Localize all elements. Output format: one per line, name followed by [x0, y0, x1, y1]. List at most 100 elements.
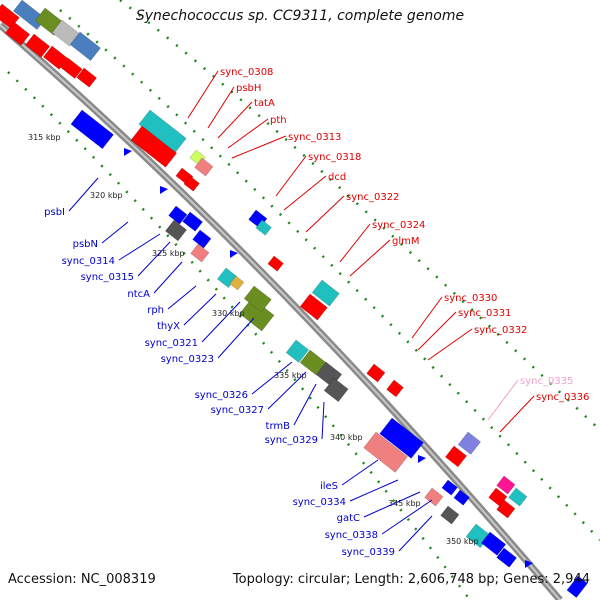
gene-label-sync_0338[interactable]: sync_0338 — [325, 530, 378, 541]
gene-label-glmm[interactable]: glmM — [392, 236, 420, 247]
tick-label: 350 kbp — [446, 537, 479, 546]
strand-arrow-icon — [124, 148, 132, 156]
tick-label: 325 kbp — [152, 249, 185, 258]
tick-label: 345 kbp — [388, 499, 421, 508]
gene-label-psbn[interactable]: psbN — [73, 239, 98, 250]
gene-feature — [445, 445, 467, 468]
gene-label-sync_0334[interactable]: sync_0334 — [293, 497, 346, 508]
gene-label-rph[interactable]: rph — [147, 305, 164, 316]
gene-features — [0, 0, 588, 598]
gene-label-ntca[interactable]: ntcA — [127, 289, 150, 300]
gene-label-psbh[interactable]: psbH — [236, 83, 261, 94]
strand-arrow-icon — [525, 560, 533, 568]
leader-line — [231, 135, 287, 159]
gene-label-sync_0324[interactable]: sync_0324 — [372, 220, 425, 231]
leader-line — [339, 223, 371, 263]
leader-line — [118, 233, 161, 261]
tick-dot-line-1 — [59, 9, 600, 541]
gene-label-sync_0314[interactable]: sync_0314 — [62, 256, 115, 267]
gene-label-tata[interactable]: tatA — [254, 98, 275, 109]
gene-feature — [440, 505, 460, 525]
leader-line — [499, 395, 535, 433]
map-title: Synechococcus sp. CC9311, complete genom… — [135, 8, 465, 24]
gene-feature — [25, 33, 51, 58]
leader-line — [349, 239, 391, 277]
gene-feature — [165, 219, 187, 242]
gene-feature — [481, 531, 507, 556]
tick-label: 330 kbp — [212, 309, 245, 318]
gene-label-sync_0335[interactable]: sync_0335 — [520, 376, 573, 387]
gene-label-sync_0331[interactable]: sync_0331 — [458, 308, 511, 319]
gene-label-sync_0326[interactable]: sync_0326 — [195, 390, 248, 401]
tick-label: 315 kbp — [28, 133, 61, 142]
leader-line — [363, 491, 421, 518]
gene-feature — [366, 363, 386, 383]
gene-label-sync_0322[interactable]: sync_0322 — [346, 192, 399, 203]
gene-feature — [285, 339, 309, 363]
leader-line — [427, 328, 473, 361]
gene-label-iles[interactable]: ileS — [320, 481, 338, 492]
tick-label: 320 kbp — [90, 191, 123, 200]
leader-line — [137, 241, 171, 277]
leader-line — [251, 361, 293, 395]
leader-line — [411, 296, 443, 339]
gene-feature — [182, 211, 203, 232]
strand-arrow-icon — [160, 186, 168, 194]
gene-feature — [5, 21, 31, 46]
gene-label-sync_0327[interactable]: sync_0327 — [211, 405, 264, 416]
gene-label-sync_0315[interactable]: sync_0315 — [81, 272, 134, 283]
gene-label-sync_0308[interactable]: sync_0308 — [220, 67, 273, 78]
gene-feature — [130, 125, 178, 168]
gene-label-pth[interactable]: pth — [270, 115, 287, 126]
gene-label-sync_0332[interactable]: sync_0332 — [474, 325, 527, 336]
gene-label-psbi[interactable]: psbI — [44, 207, 65, 218]
gene-label-sync_0313[interactable]: sync_0313 — [288, 132, 341, 143]
gene-feature — [168, 205, 188, 225]
leader-line — [201, 301, 241, 343]
leader-line — [183, 293, 217, 326]
gene-feature — [60, 57, 83, 79]
leader-line — [305, 195, 345, 233]
leader-line — [101, 221, 129, 244]
gene-feature — [69, 31, 101, 61]
gene-feature — [453, 489, 470, 506]
gene-label-gatc[interactable]: gatC — [337, 513, 360, 524]
gene-label-sync_0329[interactable]: sync_0329 — [265, 435, 318, 446]
gene-label-sync_0321[interactable]: sync_0321 — [145, 338, 198, 349]
gene-label-sync_0330[interactable]: sync_0330 — [444, 293, 497, 304]
tick-label: 335 kbp — [274, 371, 307, 380]
gene-label-sync_0336[interactable]: sync_0336 — [536, 392, 589, 403]
leader-line — [167, 285, 197, 310]
leader-line — [227, 118, 269, 149]
leader-line — [153, 261, 183, 294]
leader-line — [341, 459, 379, 486]
gene-feature — [183, 175, 200, 192]
leader-line — [283, 175, 327, 211]
gene-feature — [229, 275, 245, 291]
tick-label: 340 kbp — [330, 433, 363, 442]
gene-label-dcd[interactable]: dcd — [328, 172, 346, 183]
gene-label-sync_0339[interactable]: sync_0339 — [342, 547, 395, 558]
strand-arrow-icon — [230, 250, 238, 258]
leader-line — [267, 371, 307, 410]
strand-arrow-icon — [418, 455, 426, 463]
gene-feature — [255, 219, 272, 236]
gene-label-sync_0318[interactable]: sync_0318 — [308, 152, 361, 163]
gene-label-sync_0323[interactable]: sync_0323 — [161, 354, 214, 365]
gene-feature — [243, 285, 272, 313]
leader-line — [398, 515, 433, 552]
leader-line — [381, 499, 433, 535]
gene-label-trmb[interactable]: trmB — [266, 421, 291, 432]
gene-feature — [194, 157, 214, 177]
leader-line — [68, 177, 99, 212]
gene-feature — [441, 479, 458, 496]
gene-feature — [566, 575, 588, 598]
leader-line — [417, 311, 457, 351]
accession-text: Accession: NC_008319 — [8, 572, 156, 587]
leader-line — [275, 155, 307, 197]
leader-line — [293, 383, 317, 426]
gene-label-thyx[interactable]: thyX — [157, 321, 180, 332]
gene-feature — [496, 499, 516, 519]
leader-line — [321, 401, 325, 440]
